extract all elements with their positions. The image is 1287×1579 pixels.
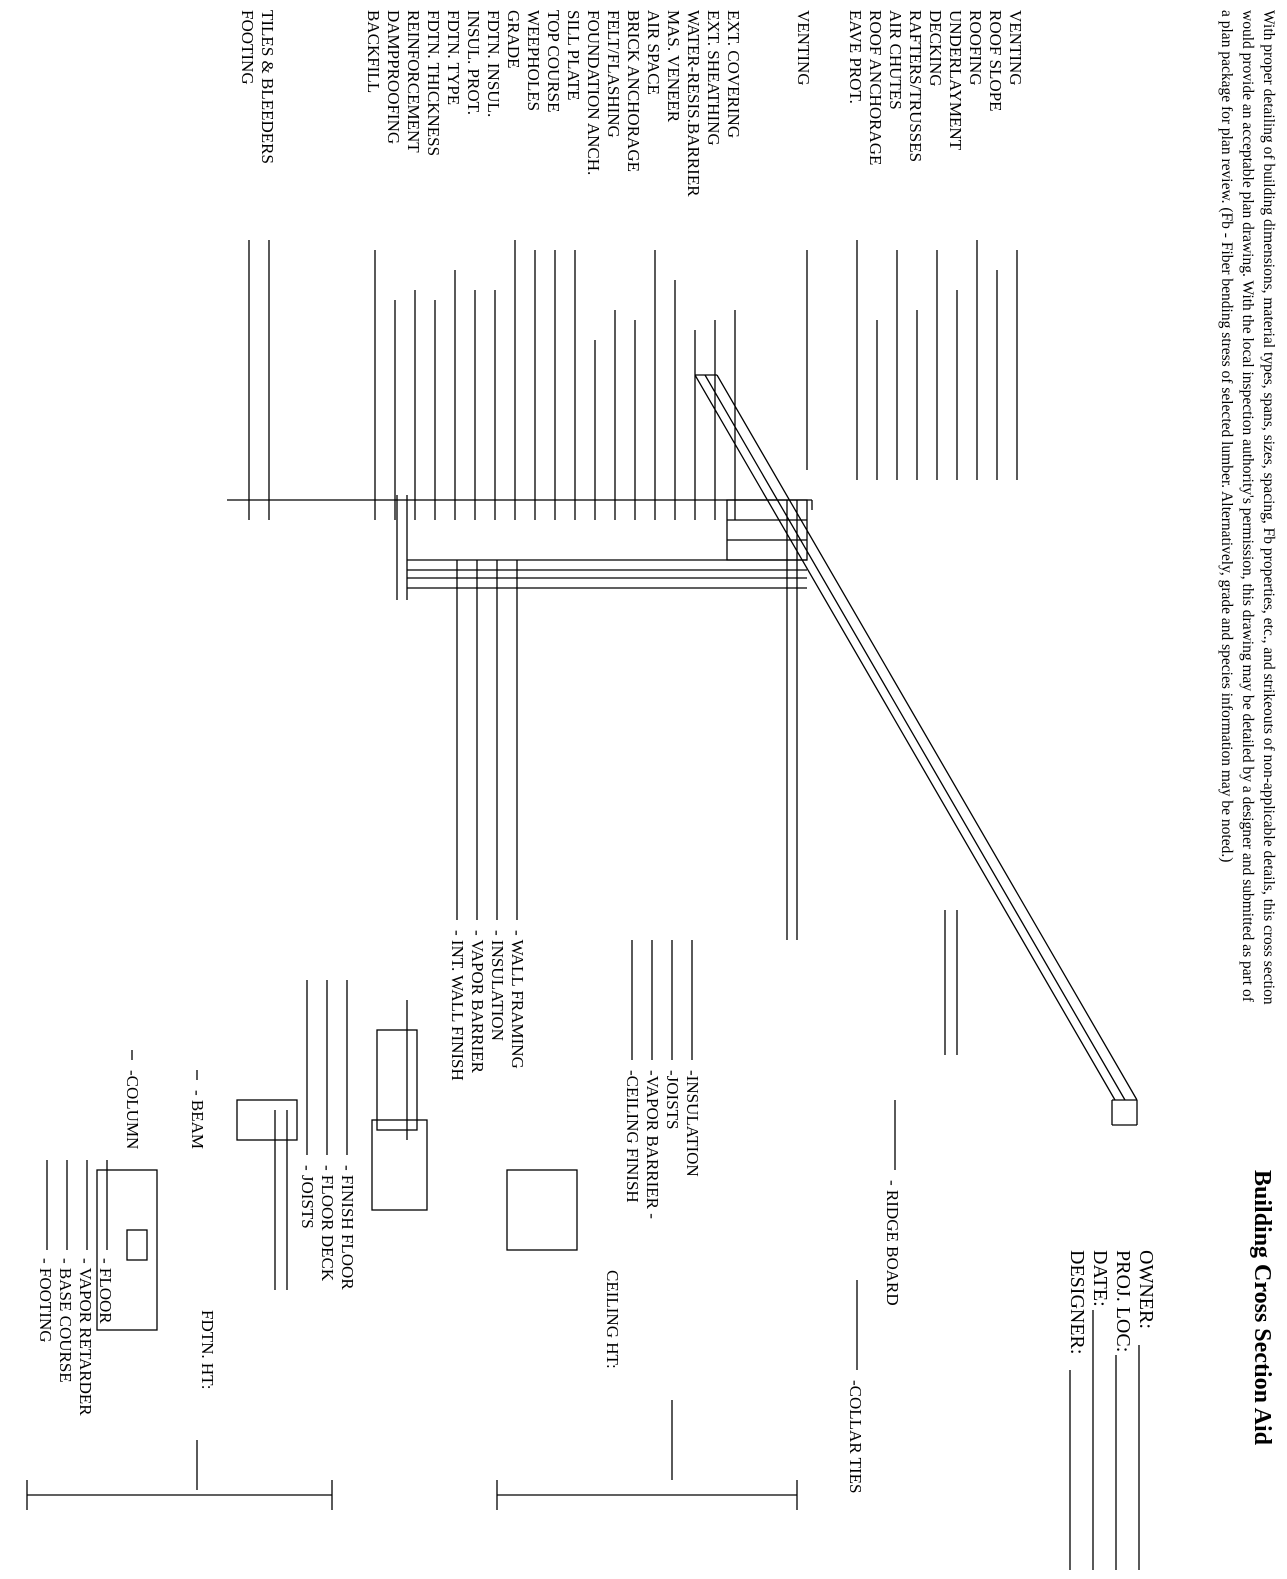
dimension-lines [26, 1400, 798, 1510]
roof-assembly [694, 374, 1138, 1126]
foundation [96, 1000, 578, 1331]
info-lines [1069, 1310, 1140, 1570]
exterior-wall [227, 495, 813, 600]
leader-lines [46, 240, 1018, 1370]
